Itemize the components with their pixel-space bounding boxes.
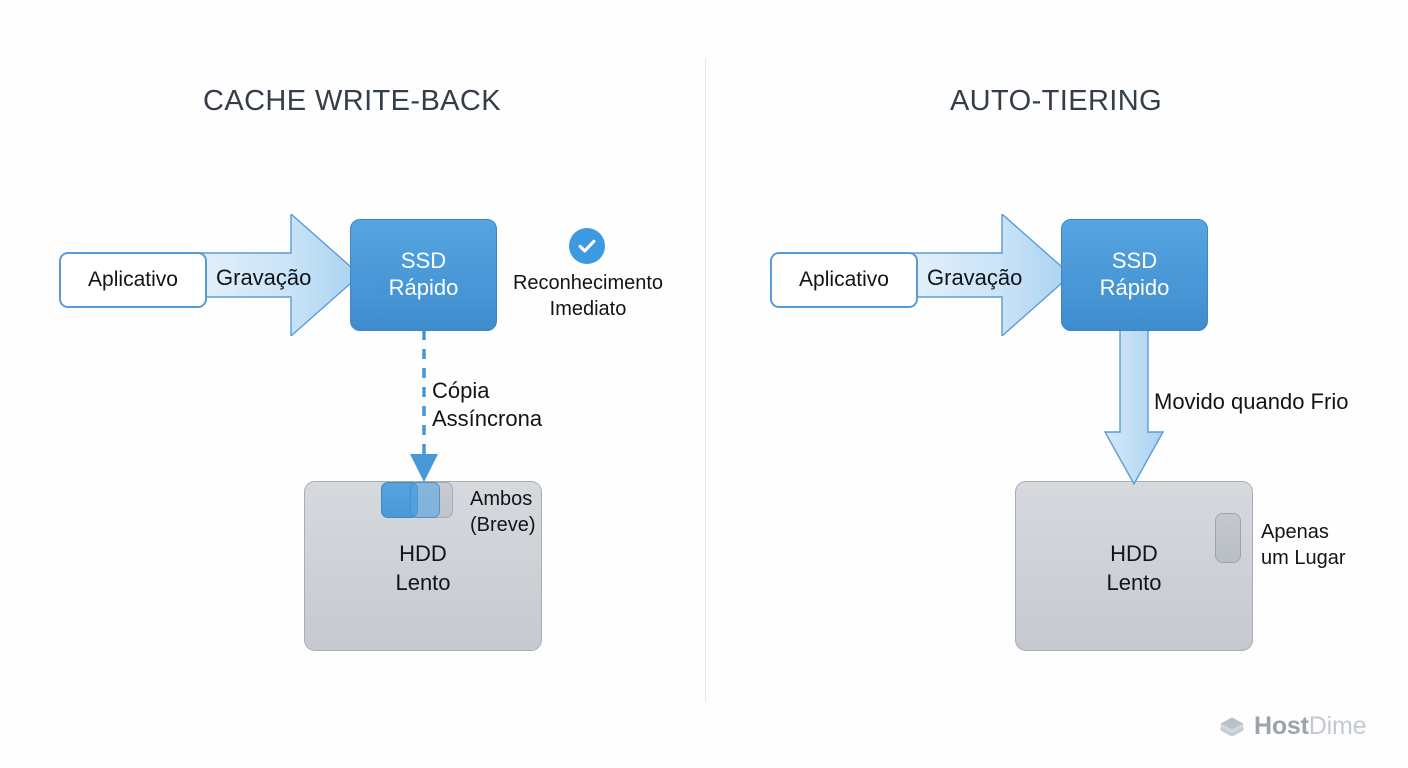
hdd-block-tab-right [1215,513,1241,563]
hdd-box-right[interactable] [1015,481,1253,651]
ssd-box-right-line2: Rápido [1099,275,1170,300]
tiering-move-arrow [1104,328,1164,486]
tiering-move-label: Movido quando Frio [1154,388,1348,416]
ssd-box-left-line2: Rápido [388,275,459,300]
brand-name-bold: Host [1254,712,1309,740]
app-box-right-label: Aplicativo [799,268,889,291]
app-box-left[interactable]: Aplicativo [59,252,207,308]
app-box-right[interactable]: Aplicativo [770,252,918,308]
hdd-box-right-label: HDD Lento [1015,539,1253,597]
hostdime-cube-icon [1220,716,1244,737]
side-note-left-line2: (Breve) [470,514,536,536]
ssd-box-left[interactable]: SSD Rápido [350,219,497,331]
ack-caption-line1: Reconhecimento [512,272,664,294]
hdd-box-right-line1: HDD [1110,541,1158,566]
ack-caption: Reconhecimento Imediato [507,270,669,322]
panel-title-cache-write-back: CACHE WRITE-BACK [202,85,502,117]
tiering-move-label-line1: Movido quando Frio [1154,389,1349,414]
ack-caption-line2: Imediato [549,298,627,320]
write-arrow-left-label: Gravação [216,265,312,290]
write-arrow-right [906,214,1071,336]
side-note-right-line1: Apenas [1261,521,1329,543]
brand-name-light: Dime [1308,712,1367,740]
panel-divider [705,58,706,702]
app-box-left-label: Aplicativo [88,268,178,291]
hdd-box-right-line2: Lento [1106,570,1162,596]
ssd-box-right-line1: SSD [1111,248,1158,274]
hdd-box-left-line1: HDD [399,541,447,566]
write-arrow-right-label: Gravação [927,265,1023,290]
side-note-left-line1: Ambos [470,488,533,510]
brand-name: HostDime [1254,712,1367,741]
async-copy-label: Cópia Assíncrona [432,377,542,433]
ssd-box-right[interactable]: SSD Rápido [1061,219,1208,331]
brand-logo: HostDime [1218,712,1367,741]
side-note-right: Apenas um Lugar [1261,519,1346,571]
async-copy-label-line1: Cópia [432,378,490,403]
side-note-right-line2: um Lugar [1261,547,1346,569]
write-arrow-left [195,214,360,336]
side-note-left: Ambos (Breve) [470,486,536,538]
hdd-block-blue-ghost-left [410,482,440,518]
panel-title-auto-tiering: AUTO-TIERING [949,85,1163,117]
ssd-box-left-line1: SSD [400,248,447,274]
async-copy-label-line2: Assíncrona [432,406,543,432]
hdd-box-left-line2: Lento [395,570,451,596]
hdd-box-left-label: HDD Lento [304,539,542,597]
check-circle-icon [569,228,605,264]
async-copy-connector [406,330,442,486]
